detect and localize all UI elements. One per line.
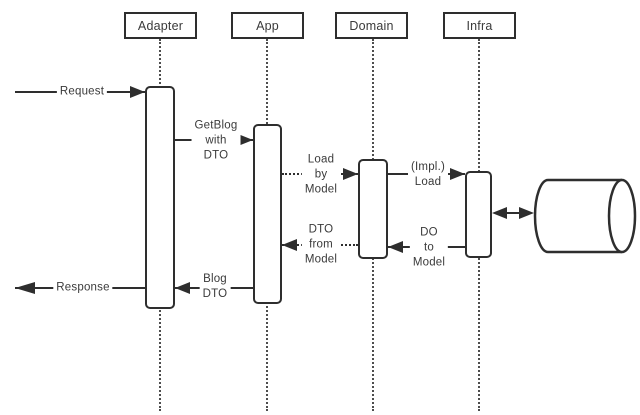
dto-from-model-arrowhead-icon — [282, 239, 297, 251]
db-access-line — [502, 212, 526, 214]
blog-dto-arrowhead-icon — [175, 282, 190, 294]
db-access-arrowhead-left-icon — [492, 207, 507, 219]
activation-domain — [358, 159, 388, 259]
load-by-model-label: Load by Model — [301, 152, 341, 198]
blog-dto-label: Blog DTO — [199, 272, 231, 302]
do-to-model-arrowhead-icon — [388, 241, 403, 253]
actor-domain: Domain — [335, 12, 408, 39]
impl-load-label: (Impl.) Load — [408, 160, 448, 190]
actor-adapter: Adapter — [124, 12, 197, 39]
database-cylinder-icon — [533, 178, 637, 254]
do-to-model-label: DO to Model — [409, 225, 449, 271]
activation-infra — [465, 171, 492, 258]
request-arrowhead-icon — [130, 86, 145, 98]
activation-app — [253, 124, 282, 304]
actor-app: App — [231, 12, 304, 39]
db-access-arrowhead-right-icon — [519, 207, 534, 219]
activation-adapter — [145, 86, 175, 309]
request-label: Request — [56, 84, 108, 100]
dto-from-model-label: DTO from Model — [301, 222, 341, 268]
actor-infra: Infra — [443, 12, 516, 39]
getblog-arrowhead-icon — [238, 134, 253, 146]
impl-load-arrowhead-icon — [450, 168, 465, 180]
response-label: Response — [53, 280, 113, 296]
load-by-model-arrowhead-icon — [343, 168, 358, 180]
getblog-label: GetBlog with DTO — [191, 118, 241, 164]
response-arrowhead-icon — [15, 282, 35, 294]
